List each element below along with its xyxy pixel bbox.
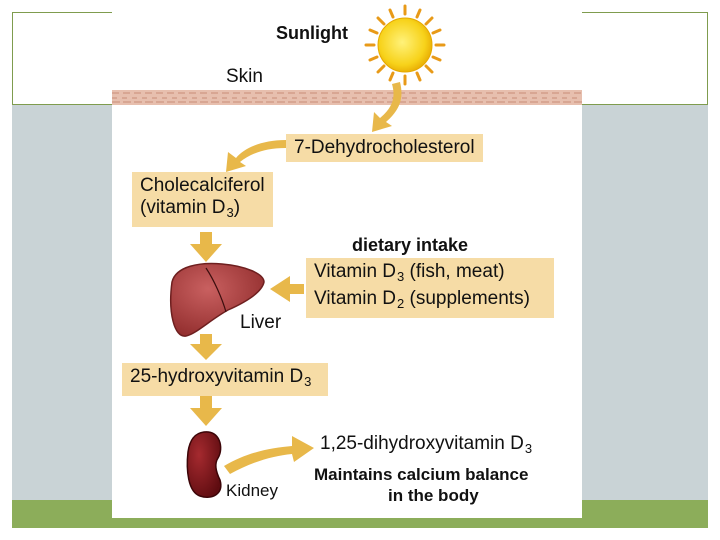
arrow-liver-to-hydroxy: [190, 334, 222, 360]
left-frame-line: [12, 12, 13, 105]
dehydrocholesterol-box: 7-Dehydrocholesterol: [286, 134, 483, 162]
arrow-chole-to-liver: [190, 232, 222, 262]
cholecalciferol-box: Cholecalciferol (vitamin D3): [132, 172, 273, 227]
dietary-line-1: Vitamin D3 (fish, meat): [314, 261, 505, 284]
dihydroxyvitamin-label: 1,25-dihydroxyvitamin D3: [320, 433, 533, 456]
skin-label: Skin: [226, 66, 263, 87]
sun-icon: [364, 4, 446, 86]
kidney-label: Kidney: [226, 481, 278, 500]
maintains-calcium-line-2: in the body: [388, 486, 479, 505]
cholecalciferol-line-1: Cholecalciferol: [140, 175, 265, 196]
sunlight-label: Sunlight: [276, 23, 348, 43]
kidney-icon: [186, 431, 222, 498]
skin-layer: [112, 90, 582, 105]
hydroxyvitamin-box: 25-hydroxyvitamin D3: [122, 363, 328, 396]
liver-label: Liver: [240, 312, 282, 333]
arrow-dehydro-to-chole: [226, 140, 286, 172]
arrow-hydroxy-to-kidney: [190, 396, 222, 426]
cholecalciferol-line-2: (vitamin D3): [140, 197, 241, 220]
right-frame-line: [707, 12, 708, 105]
dietary-line-2: Vitamin D2 (supplements): [314, 288, 530, 311]
dietary-intake-box: Vitamin D3 (fish, meat) Vitamin D2 (supp…: [306, 258, 554, 318]
arrow-kidney-to-dihydroxy: [224, 436, 314, 474]
arrow-diet-to-liver: [270, 276, 304, 302]
maintains-calcium-line-1: Maintains calcium balance: [314, 465, 529, 484]
dietary-intake-heading: dietary intake: [352, 235, 469, 255]
arrow-sun-to-dehydro: [372, 82, 402, 132]
liver-icon: [170, 262, 265, 337]
